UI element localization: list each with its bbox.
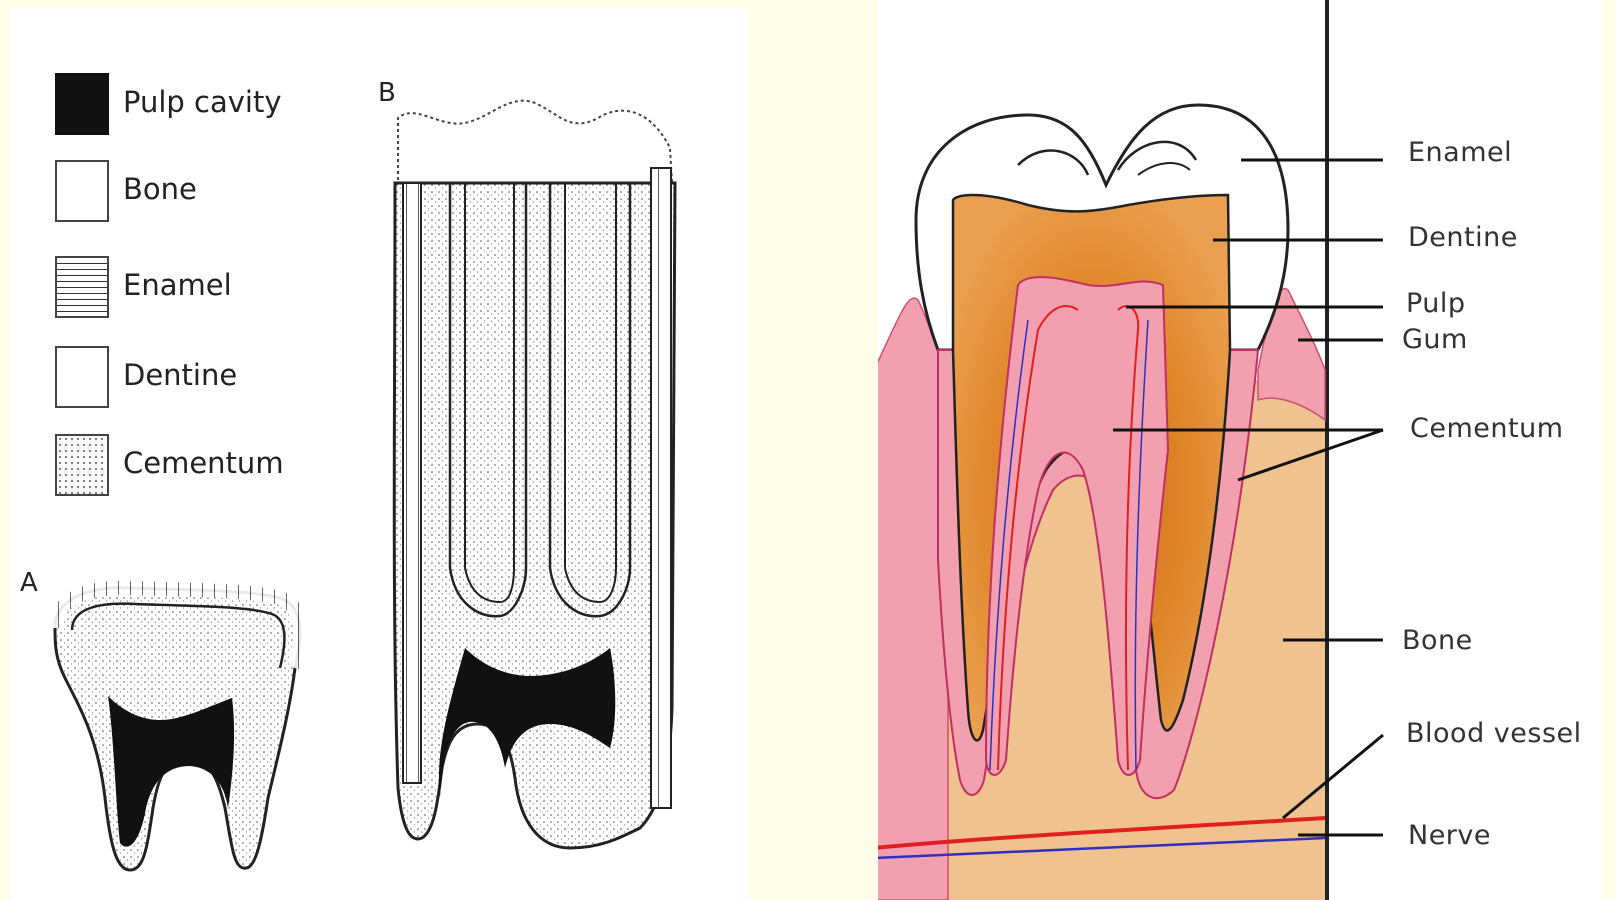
label-dentine: Dentine bbox=[1408, 222, 1518, 253]
right-diagram-panel: Enamel Dentine Pulp Gum Cementum Bone Bl… bbox=[878, 0, 1603, 900]
label-nerve: Nerve bbox=[1408, 820, 1491, 851]
label-pulp: Pulp bbox=[1406, 288, 1466, 319]
label-enamel: Enamel bbox=[1408, 137, 1512, 168]
label-cementum: Cementum bbox=[1410, 413, 1564, 444]
label-gum: Gum bbox=[1402, 324, 1468, 355]
colored-tooth-diagram bbox=[878, 0, 1603, 900]
label-blood-vessel: Blood vessel bbox=[1406, 718, 1582, 749]
label-bone: Bone bbox=[1402, 625, 1473, 656]
tooth-a bbox=[55, 588, 300, 870]
left-diagram-panel: Pulp cavity Bone Enamel Dentine Cementum… bbox=[10, 8, 748, 900]
tooth-b bbox=[394, 101, 675, 848]
bw-tooth-diagrams bbox=[10, 8, 748, 900]
